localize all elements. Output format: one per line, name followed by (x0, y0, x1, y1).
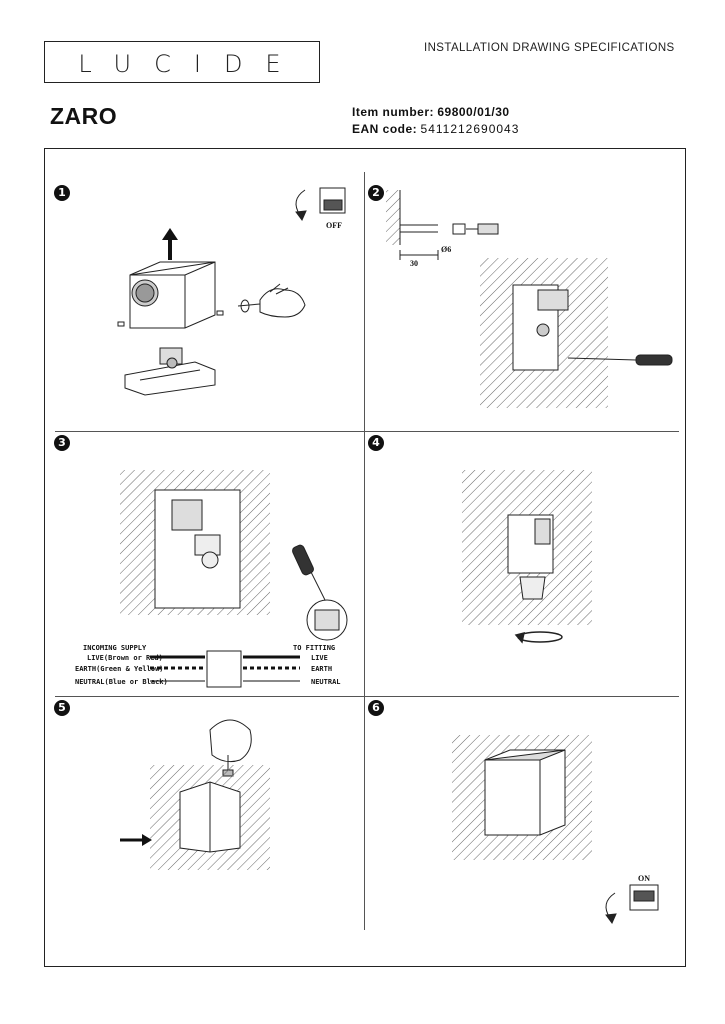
product-name: ZARO (50, 103, 118, 129)
installed-lamp (484, 749, 566, 836)
wire-live-left: LIVE(Brown or Red) (87, 654, 163, 662)
step-6-illustration: ON (452, 735, 659, 924)
ean-code: 5411212690043 (420, 122, 520, 136)
terminal-screwdriver-icon (292, 544, 348, 641)
screwdriver-hand-icon (237, 283, 306, 318)
item-number: 69800/01/30 (437, 105, 510, 119)
incoming-supply-label: INCOMING SUPPLY (83, 644, 147, 652)
wire-earth-right: EARTH (311, 665, 332, 673)
step-badge-1: 1 (54, 185, 70, 201)
push-arrow-icon (120, 834, 152, 846)
switch-on-label: ON (638, 874, 650, 883)
wall-switch-on-icon (605, 884, 659, 924)
document-title: INSTALLATION DRAWING SPECIFICATIONS (424, 42, 675, 54)
grid-divider-row-2 (55, 696, 679, 697)
grid-divider-row-1 (55, 431, 679, 432)
wall-switch-off-icon (295, 187, 346, 221)
lamp-body (117, 261, 224, 329)
lamp-housing-front (179, 781, 241, 853)
step-badge-5: 5 (54, 700, 70, 716)
grid-divider-vertical (364, 172, 365, 930)
wire-live-right: LIVE (311, 654, 328, 662)
step-2-illustration: 30 Ø6 (386, 190, 673, 408)
wire-earth-left: EARTH(Green & Yellow) (75, 665, 164, 673)
gu10-bulb-icon (519, 576, 546, 600)
mounting-plate (124, 347, 216, 396)
dimension-diameter: Ø6 (441, 245, 451, 254)
terminal-block (206, 650, 242, 688)
mounting-plate-on-wall (512, 284, 569, 371)
dimension-30: 30 (410, 259, 418, 268)
brand-logo: LUCIDE (44, 41, 320, 83)
step-5-illustration (120, 719, 270, 870)
screw-plug-icon (452, 223, 499, 235)
mounting-plate-wired (154, 489, 241, 609)
wire-neutral-left: NEUTRAL(Blue or Black) (75, 678, 168, 686)
step-badge-6: 6 (368, 700, 384, 716)
step-4-illustration (462, 470, 592, 644)
instruction-frame (44, 148, 686, 967)
wall-section (386, 190, 400, 245)
step-badge-3: 3 (54, 435, 70, 451)
ean-label: EAN code: (352, 122, 418, 136)
lift-arrow-icon (162, 228, 178, 260)
wiring-diagram (150, 650, 300, 688)
wire-neutral-right: NEUTRAL (311, 678, 341, 686)
mounting-plate-with-bulb (507, 514, 554, 600)
switch-off-label: OFF (326, 221, 342, 230)
screwdriver-icon (567, 354, 673, 366)
product-meta: Item number: 69800/01/30 EAN code: 54112… (352, 104, 519, 138)
step-3-illustration: INCOMING SUPPLY TO FITTING LIVE(Brown or… (75, 470, 348, 688)
to-fitting-label: TO FITTING (293, 644, 335, 652)
item-label: Item number: (352, 105, 435, 119)
logo-text: LUCIDE (78, 50, 304, 78)
step-1-illustration: OFF (117, 187, 346, 396)
step-badge-2: 2 (368, 185, 384, 201)
step-badge-4: 4 (368, 435, 384, 451)
rotate-arrow-icon (514, 631, 563, 644)
